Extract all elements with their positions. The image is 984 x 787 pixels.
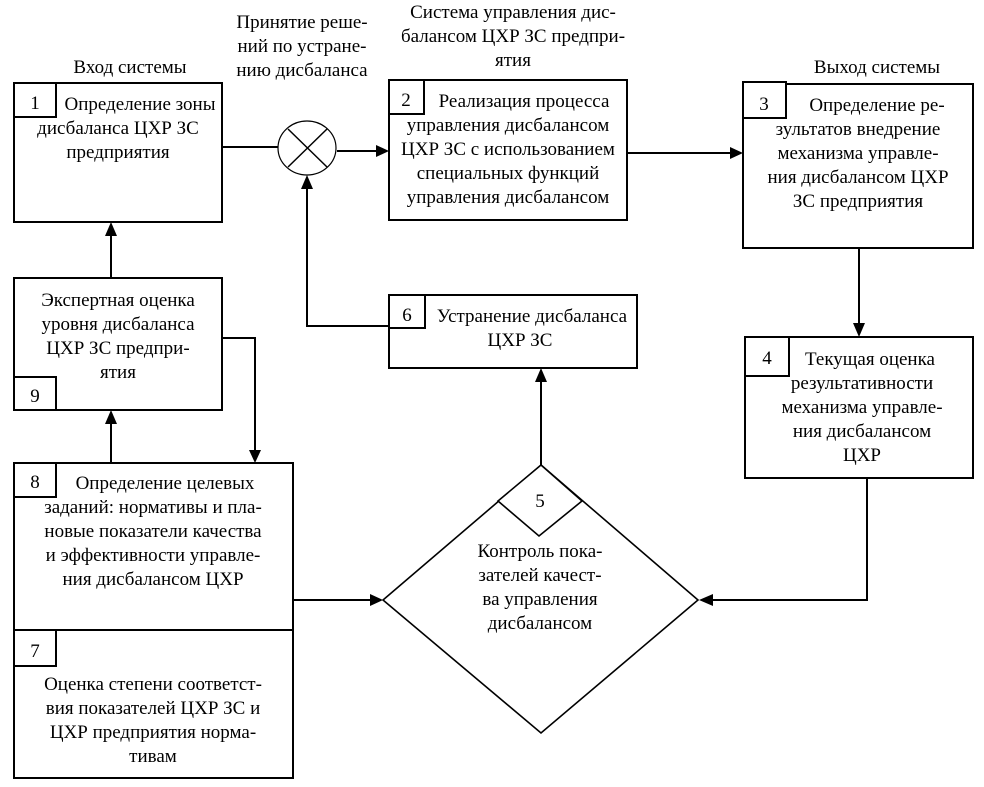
svg-text:Определение ре-: Определение ре- [809,95,944,116]
block-number: 9 [30,386,40,407]
label-system-output: Выход системы [814,57,940,78]
arrow-head [730,147,743,159]
arrow-head [535,368,547,382]
block-5: 5 Контроль пока- зателей качест- ва упра… [381,463,700,735]
svg-text:механизма управле-: механизма управле- [777,143,938,164]
arrow-head [105,410,117,424]
block-7: 7 Оценка степени соответст- вия показате… [13,629,294,779]
svg-text:Определение зоны: Определение зоны [65,94,216,115]
svg-text:заданий: нормативы и пла-: заданий: нормативы и пла- [44,497,262,518]
svg-text:Определение целевых: Определение целевых [76,473,255,494]
svg-text:дисбалансом: дисбалансом [488,613,592,634]
label-system-input: Вход системы [73,57,186,78]
svg-text:ЗС предприятия: ЗС предприятия [793,191,924,212]
block-number: 4 [762,348,772,369]
svg-text:ния дисбалансом ЦХР: ния дисбалансом ЦХР [767,167,948,188]
block-number: 3 [759,94,769,115]
svg-text:управления дисбалансом: управления дисбалансом [407,115,610,136]
svg-text:ЦХР ЗС: ЦХР ЗС [488,330,553,351]
block-number: 2 [401,90,411,111]
svg-text:нию дисбаланса: нию дисбаланса [236,60,368,81]
svg-text:ятия: ятия [100,362,136,383]
svg-text:зультатов внедрение: зультатов внедрение [776,119,941,140]
svg-text:дисбаланса ЦХР ЗС: дисбаланса ЦХР ЗС [37,118,199,139]
svg-text:специальных функций: специальных функций [417,163,600,184]
svg-text:ЦХР предприятия норма-: ЦХР предприятия норма- [50,722,256,743]
label-management-system: Система управления дис- балансом ЦХР ЗС … [401,2,625,71]
connector-6-to-decision [306,188,389,327]
svg-text:Система управления дис-: Система управления дис- [410,2,616,23]
arrow-head [376,145,389,157]
block-number: 7 [30,641,40,662]
svg-text:ЦХР ЗС предпри-: ЦХР ЗС предпри- [46,338,189,359]
block-number: 5 [535,491,545,512]
svg-text:тивам: тивам [129,746,177,767]
block-number: 1 [30,93,40,114]
block-number: 6 [402,305,412,326]
block-6: 6 Устранение дисбаланса ЦХР ЗС [388,294,638,369]
arrow-head [370,594,383,606]
block-2: 2 Реализация процесса управления дисбала… [388,79,628,221]
connector-9-to-8 [222,337,256,450]
decision-node [277,120,337,176]
svg-text:предприятия: предприятия [66,142,170,163]
svg-text:ний по устране-: ний по устране- [237,36,366,57]
arrow-head [853,323,865,337]
svg-text:ятия: ятия [495,50,531,71]
arrow-head [301,175,313,189]
block-4: 4 Текущая оценка результативности механи… [744,336,974,479]
label-decision-making: Принятие реше- ний по устране- нию дисба… [236,12,368,81]
svg-text:Реализация процесса: Реализация процесса [439,91,610,112]
svg-text:новые показатели качества: новые показатели качества [44,521,262,542]
arrow-head [105,222,117,236]
arrow-head [249,450,261,463]
svg-text:механизма управле-: механизма управле- [781,397,942,418]
svg-text:ния дисбалансом ЦХР: ния дисбалансом ЦХР [62,569,243,590]
svg-text:Принятие реше-: Принятие реше- [236,12,367,33]
svg-text:ЦХР ЗС с использованием: ЦХР ЗС с использованием [401,139,615,160]
arrow-head [699,594,713,606]
svg-text:ния дисбалансом: ния дисбалансом [793,421,931,442]
svg-text:управления дисбалансом: управления дисбалансом [407,187,610,208]
svg-text:уровня дисбаланса: уровня дисбаланса [41,314,195,335]
block-number: 8 [30,472,40,493]
svg-text:ва управления: ва управления [482,589,597,610]
svg-text:результативности: результативности [791,373,933,394]
svg-text:вия показателей ЦХР ЗС и: вия показателей ЦХР ЗС и [46,698,261,719]
svg-text:и эффективности управле-: и эффективности управле- [46,545,261,566]
svg-text:Оценка степени соответст-: Оценка степени соответст- [44,674,262,695]
svg-text:Экспертная оценка: Экспертная оценка [41,290,195,311]
svg-text:ЦХР: ЦХР [843,445,881,466]
block-1: 1 Определение зоны дисбаланса ЦХР ЗС пре… [13,82,223,223]
svg-text:Устранение дисбаланса: Устранение дисбаланса [437,306,628,327]
svg-text:Текущая оценка: Текущая оценка [805,349,936,370]
connector-4-to-5 [710,478,868,601]
block-8: 8 Определение целевых заданий: нормативы… [13,462,294,631]
block-9: 9 Экспертная оценка уровня дисбаланса ЦХ… [13,277,223,411]
svg-text:зателей качест-: зателей качест- [478,565,601,586]
block-3: 3 Определение ре- зультатов внедрение ме… [742,81,974,249]
svg-text:Контроль пока-: Контроль пока- [478,541,603,562]
svg-text:балансом ЦХР ЗС предпри-: балансом ЦХР ЗС предпри- [401,26,625,47]
